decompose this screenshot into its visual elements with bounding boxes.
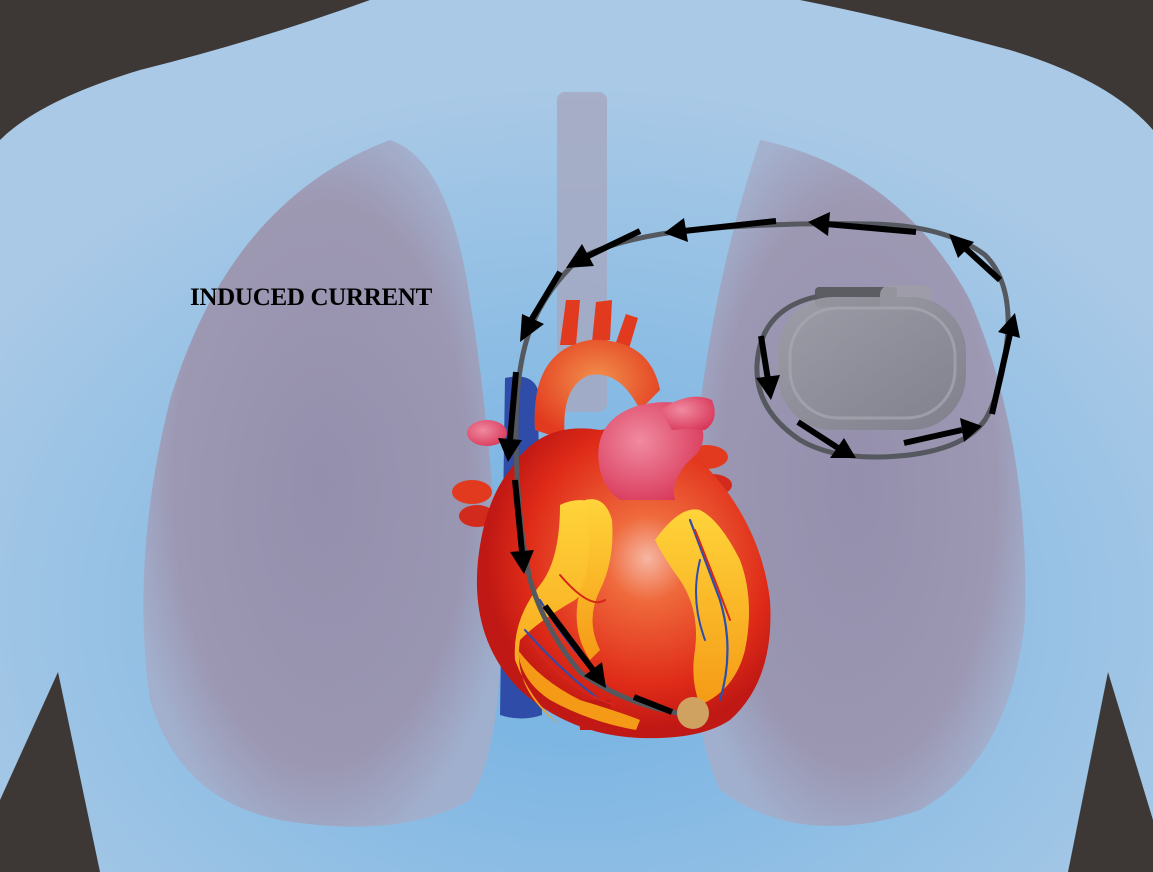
induced-current-label: INDUCED CURRENT [190, 284, 432, 312]
device-can [778, 297, 966, 430]
electrode-tip [677, 697, 709, 729]
pulmonary-branch-left-2 [452, 480, 492, 504]
pacemaker-device-icon [778, 285, 966, 430]
